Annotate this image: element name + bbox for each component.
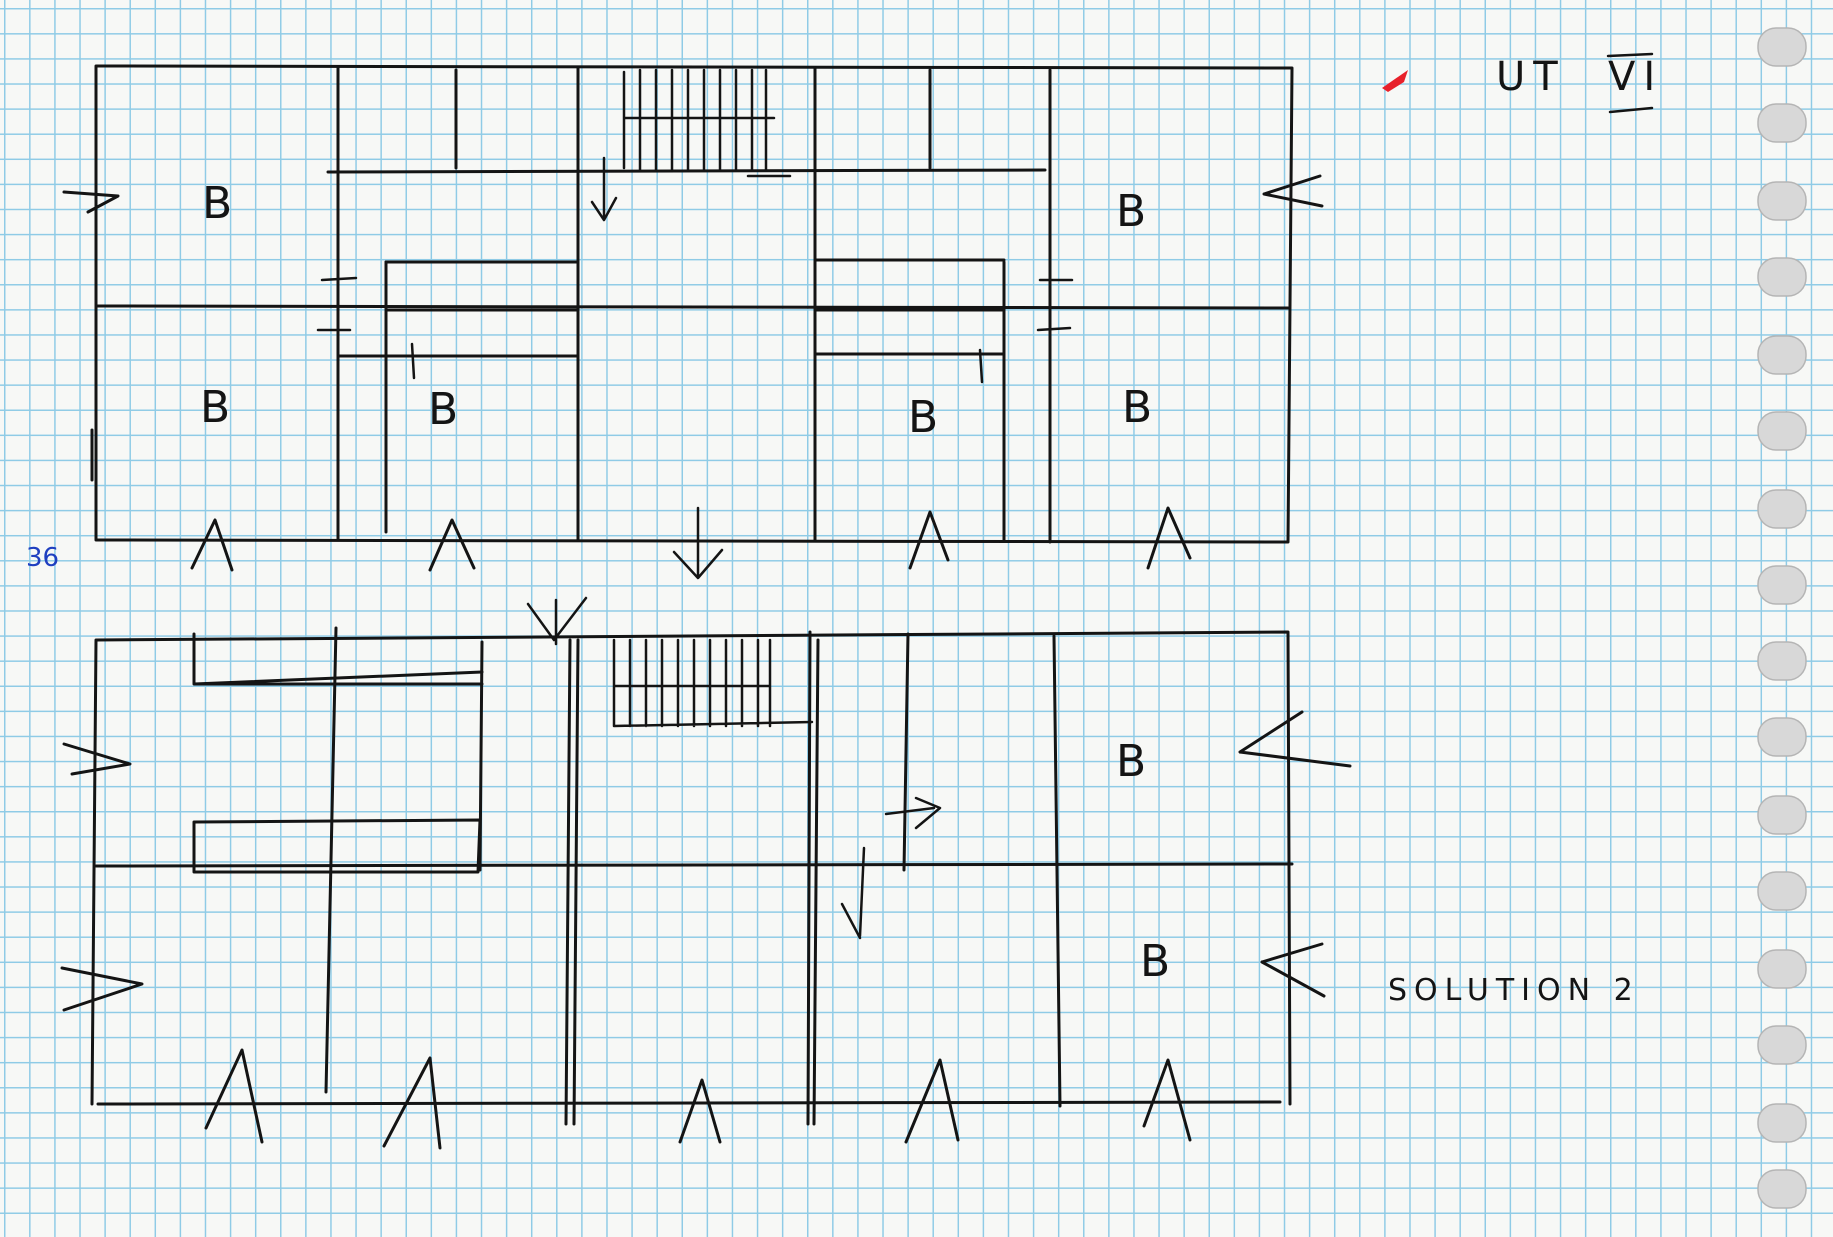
upper-side-marks [62, 174, 1324, 482]
room-label: B [1140, 936, 1170, 987]
binding-hole [1757, 1103, 1807, 1143]
sheet-code: UT [1496, 54, 1566, 100]
sheet-code-roman: VI [1608, 54, 1663, 100]
lower-plan-cross-walls [94, 862, 1294, 868]
binding-holes [1757, 27, 1807, 1209]
binding-hole [1757, 103, 1807, 143]
lower-floor-plan [60, 596, 1352, 1150]
upper-plan-partitions [336, 66, 1052, 544]
binding-hole [1757, 181, 1807, 221]
lower-entrance-marks [204, 1048, 1192, 1150]
lower-flow-arrows [526, 596, 942, 940]
lower-plan-partitions [324, 626, 1062, 1126]
upper-plan-cross-walls [94, 168, 1290, 358]
binding-hole [1757, 335, 1807, 375]
lower-counters [192, 632, 484, 874]
binding-hole [1757, 871, 1807, 911]
room-label: B [1122, 382, 1152, 433]
lower-plan-outline [90, 630, 1292, 1106]
room-label: B [200, 382, 230, 433]
margin-number: 36 [26, 543, 59, 573]
room-label: B [1116, 186, 1146, 237]
annotations: UT VI SOLUTION 2 36 [26, 52, 1663, 1008]
upper-entrance-marks [190, 506, 1192, 572]
binding-hole [1757, 411, 1807, 451]
binding-hole [1757, 641, 1807, 681]
sheet-code-underline [1606, 52, 1654, 114]
binding-hole [1757, 27, 1807, 67]
room-label: B [1116, 736, 1146, 787]
upper-plan-outline [94, 64, 1294, 544]
room-label: B [428, 384, 458, 435]
room-label: B [908, 392, 938, 443]
binding-hole [1757, 949, 1807, 989]
upper-plan-wall-ticks [316, 276, 1074, 384]
binding-hole [1757, 489, 1807, 529]
upper-flow-arrows [590, 156, 724, 580]
binding-hole [1757, 1025, 1807, 1065]
binding-hole [1757, 1169, 1807, 1209]
lower-side-marks [60, 710, 1352, 1012]
room-labels: B B B B B B B B [200, 178, 1170, 987]
red-mark [1382, 70, 1408, 92]
binding-hole [1757, 717, 1807, 757]
lower-stair [612, 638, 814, 728]
solution-label: SOLUTION 2 [1388, 973, 1640, 1008]
upper-floor-plan [62, 64, 1324, 580]
binding-hole [1757, 257, 1807, 297]
upper-stair [622, 68, 792, 178]
room-label: B [202, 178, 232, 229]
binding-hole [1757, 795, 1807, 835]
binding-hole [1757, 565, 1807, 605]
